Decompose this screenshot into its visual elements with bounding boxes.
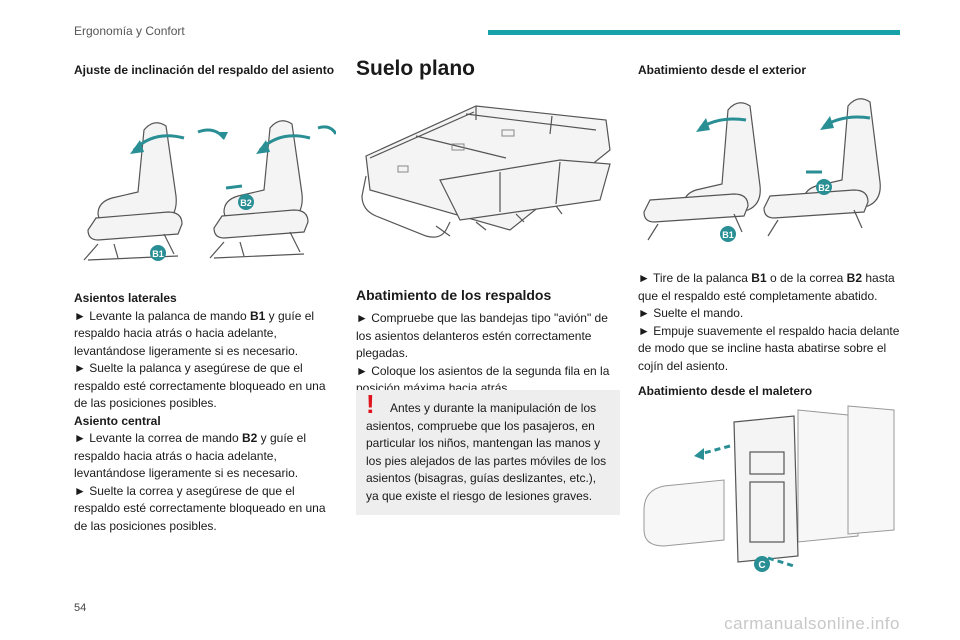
warning-icon: ! [366, 389, 375, 419]
central-step-2: ► Suelte la correa y asegúrese de que el… [74, 483, 326, 533]
label-b1-right: B1 [722, 230, 734, 240]
warning-box: ! Antes y durante la manipulación de los… [356, 390, 620, 515]
folding-boot-heading: Abatimiento desde el maletero [638, 384, 813, 398]
folding-backrests-heading: Abatimiento de los respaldos [356, 287, 552, 303]
section-title: Ergonomía y Confort [74, 24, 185, 38]
lateral-step-2: ► Suelte la palanca y asegúrese de que e… [74, 361, 326, 410]
seat-recline-heading: Ajuste de inclinación del respaldo del a… [74, 63, 335, 77]
label-b2-right: B2 [818, 183, 830, 193]
lateral-step-1: ► Levante la palanca de mando B1 y guíe … [74, 308, 315, 358]
label-c: C [758, 560, 765, 571]
column-left: Ajuste de inclinación del respaldo del a… [74, 56, 336, 78]
page-number: 54 [74, 602, 87, 614]
central-step-1: ► Levante la correa de mando B2 y guíe e… [74, 431, 307, 480]
outside-step-1: ► Tire de la palanca B1 o de la correa B… [638, 271, 895, 303]
watermark: carmanualsonline.info [724, 614, 900, 633]
flat-floor-figure [361, 105, 611, 238]
folding-step-1: ► Compruebe que las bandejas tipo "avión… [356, 311, 608, 360]
column-middle: Suelo plano [356, 56, 620, 82]
folding-outside-figure: B1 B2 [643, 98, 881, 242]
central-seat-title: Asiento central [74, 413, 161, 428]
header-accent-bar [488, 30, 900, 35]
label-b1: B1 [152, 249, 164, 259]
column-middle-text: Abatimiento de los respaldos ► Compruebe… [356, 286, 620, 398]
seat-recline-figure: B1 B2 [83, 120, 336, 261]
folding-boot-figure: C [643, 405, 895, 572]
outside-step-2: ► Suelte el mando. [638, 306, 744, 320]
column-right-text: ► Tire de la palanca B1 o de la correa B… [638, 270, 900, 399]
column-left-text: Asientos laterales ► Levante la palanca … [74, 290, 336, 535]
flat-floor-title: Suelo plano [356, 57, 476, 80]
warning-text: Antes y durante la manipulación de los a… [366, 401, 607, 503]
label-b2: B2 [240, 198, 252, 208]
folding-outside-heading: Abatimiento desde el exterior [638, 63, 807, 77]
lateral-seats-title: Asientos laterales [74, 291, 177, 305]
column-right: Abatimiento desde el exterior [638, 56, 900, 78]
outside-step-3: ► Empuje suavemente el respaldo hacia de… [638, 323, 900, 373]
